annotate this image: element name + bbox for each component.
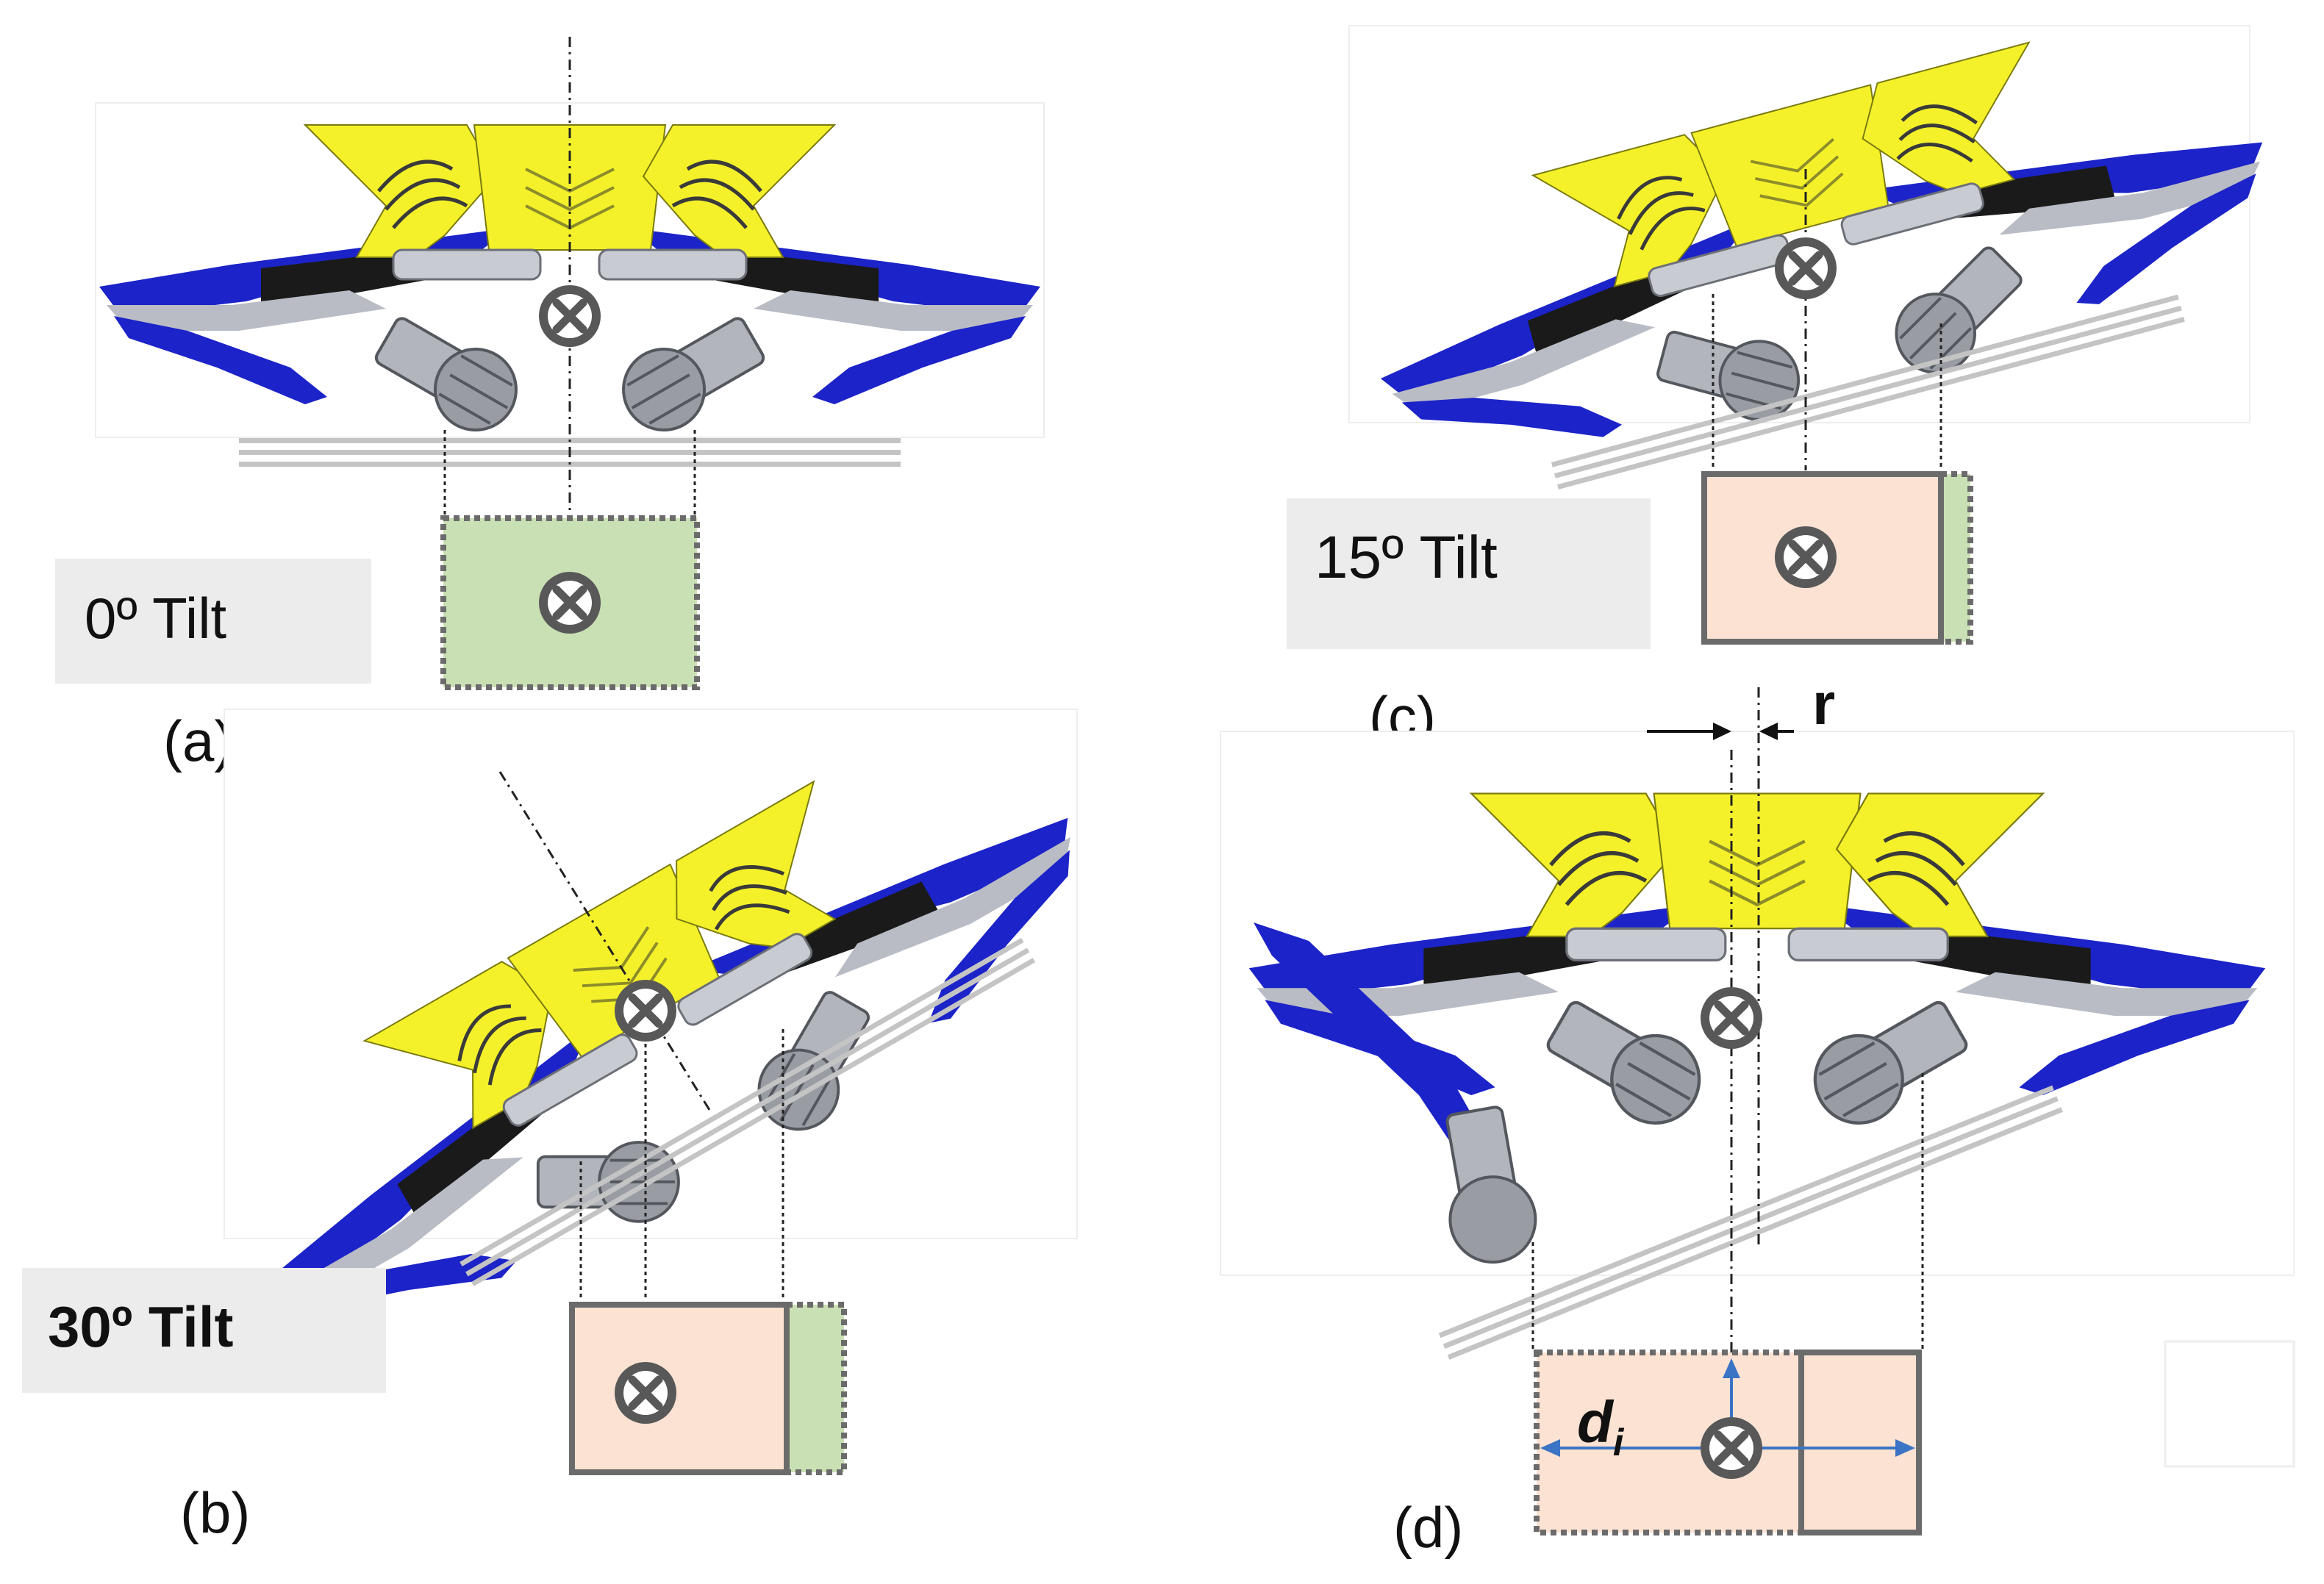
- center-of-mass-icon: [1701, 1417, 1762, 1479]
- center-of-mass-icon: [615, 980, 676, 1042]
- support-polygon: [569, 1302, 790, 1475]
- blank-box: [2164, 1340, 2295, 1468]
- support-polygon: [1701, 471, 1944, 645]
- tilt-label-box: [1287, 498, 1651, 649]
- distance-label-main: d: [1577, 1389, 1615, 1455]
- tilt-label-box: [55, 559, 371, 684]
- center-of-mass-icon: [1775, 237, 1837, 299]
- distance-label-sub: i: [1613, 1422, 1625, 1464]
- support-polygon-shift: [1938, 471, 1973, 645]
- center-of-mass-icon: [1775, 526, 1837, 588]
- center-of-mass-icon: [615, 1362, 676, 1424]
- panel-d: r di (d): [1220, 671, 2295, 1560]
- support-polygon-shift: [784, 1302, 847, 1475]
- tilt-label-box: [22, 1268, 386, 1393]
- panel-b: 30º Tilt (b): [22, 681, 1145, 1545]
- tilt-label: 15º Tilt: [1315, 524, 1498, 591]
- center-of-mass-icon: [539, 285, 601, 347]
- panel-caption: (b): [180, 1480, 250, 1545]
- panel-caption: (d): [1393, 1495, 1463, 1560]
- center-of-mass-icon: [539, 572, 601, 634]
- offset-label: r: [1812, 671, 1835, 737]
- distance-label: di: [1577, 1389, 1625, 1464]
- tilt-label: 0º Tilt: [85, 586, 227, 651]
- panel-a: 0º Tilt (a): [55, 37, 1045, 773]
- panel-caption: (a): [163, 709, 233, 773]
- panel-c: 15º Tilt (c): [1287, 0, 2302, 749]
- tilt-label: 30º Tilt: [48, 1294, 233, 1359]
- center-of-mass-icon: [1701, 987, 1762, 1049]
